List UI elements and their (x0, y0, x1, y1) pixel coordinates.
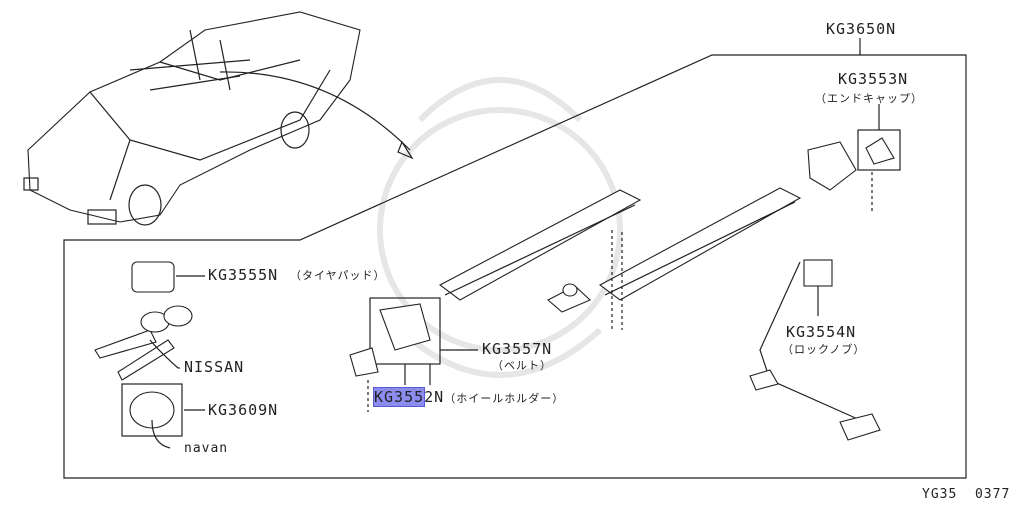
belt-name: （ベルト） (492, 359, 552, 372)
roof-rails (438, 187, 802, 330)
wheel-holder-code-highlight: KG355 (372, 387, 426, 407)
nissan-key-label: NISSAN (184, 358, 245, 376)
watermark-logo (377, 77, 623, 378)
wheel-holder-code: KG3552N（ホイールホルダー） (372, 387, 565, 407)
end-cap-code: KG3553N (838, 70, 909, 88)
wheel-holder-part (349, 297, 478, 412)
tire-pad-name: （タイヤパッド） (290, 269, 386, 282)
lock-knob-code: KG3554N (786, 323, 857, 341)
keys-part (94, 305, 193, 381)
lock-knob-part (749, 259, 881, 441)
assembly-label: KG3650N (826, 20, 897, 38)
lock-knob-name: （ロックノブ） (782, 343, 866, 356)
end-cap-part (807, 104, 901, 212)
key-cover-part (121, 383, 205, 449)
tire-pad-part (131, 261, 205, 293)
navan-key-label: navan (184, 441, 229, 456)
wheel-holder-name: （ホイールホルダー） (444, 392, 565, 405)
wheel-holder-code-rest: 2N (424, 388, 445, 406)
belt-code: KG3557N (482, 340, 553, 358)
callout-frame (63, 54, 967, 479)
key-cover-code: KG3609N (208, 401, 279, 419)
car-illustration (23, 11, 414, 226)
drawing-id: YG35 0377 (922, 487, 1011, 502)
end-cap-name: （エンドキャップ） (815, 92, 923, 105)
tire-pad-code: KG3555N (208, 266, 279, 284)
